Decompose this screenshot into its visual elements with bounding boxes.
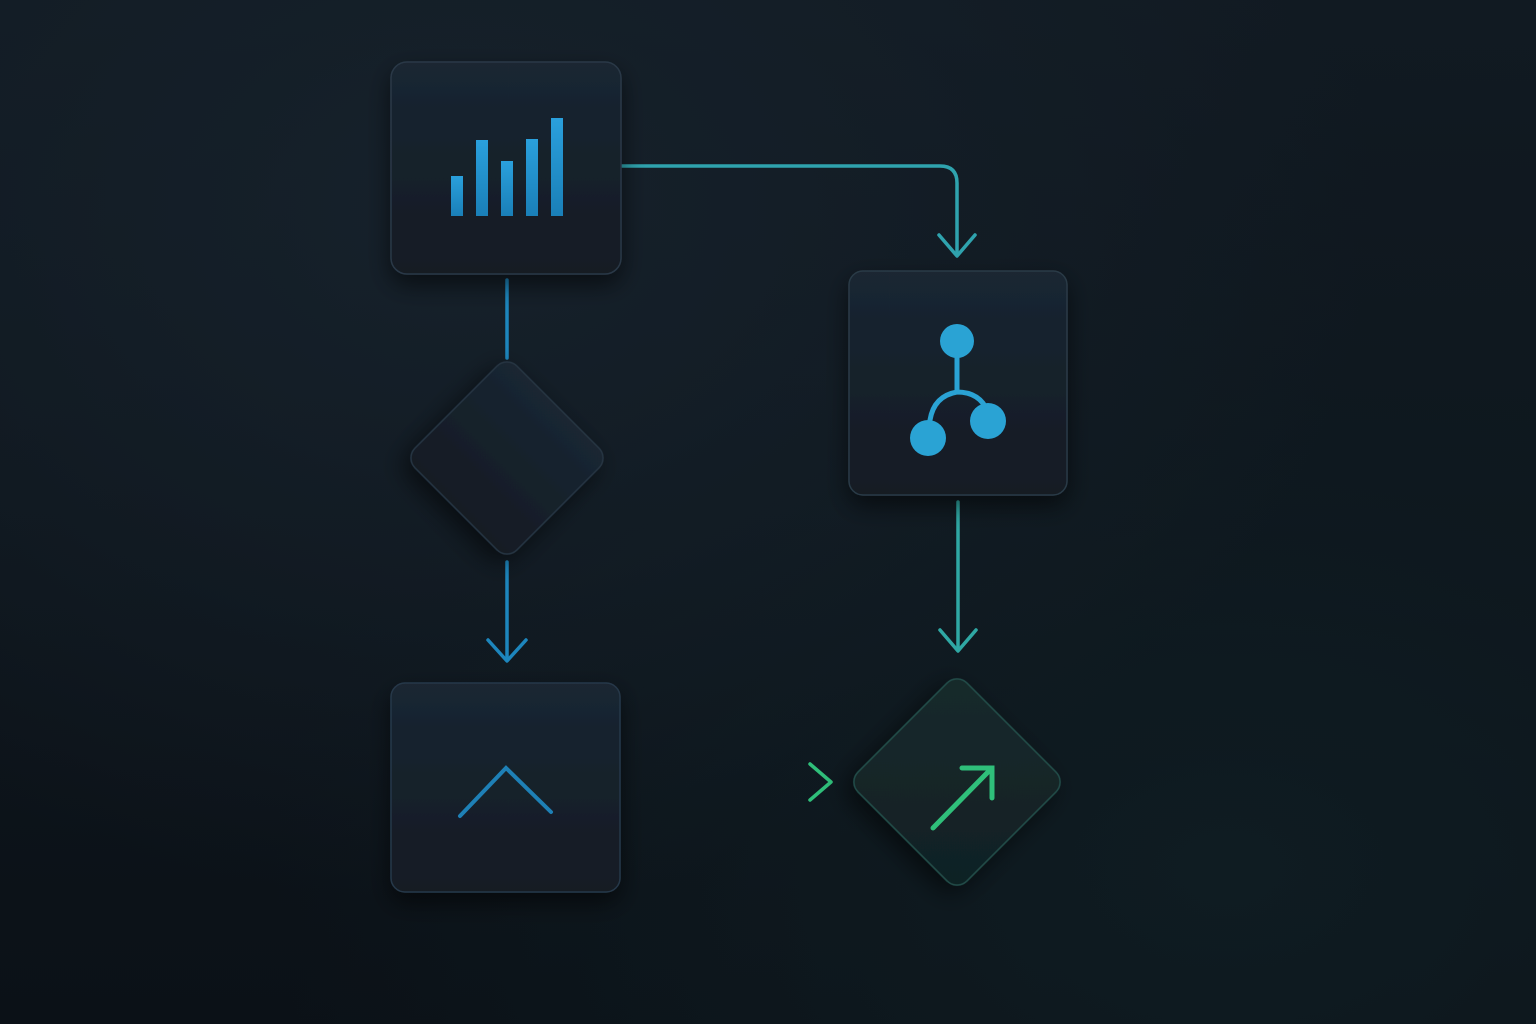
edge-chevron-to-trend	[622, 762, 833, 802]
arrowhead-down	[486, 638, 528, 663]
chevron-up-node[interactable]	[390, 682, 621, 893]
bar-chart-icon	[451, 118, 563, 216]
edge-network-to-trend	[938, 500, 978, 653]
arrow-up-right-icon	[930, 765, 995, 831]
chevron-up-icon	[458, 765, 553, 818]
network-node[interactable]	[848, 270, 1068, 496]
arrowhead-down	[938, 628, 978, 653]
arrowhead-down	[937, 233, 977, 258]
decision-node[interactable]	[405, 356, 609, 560]
trend-node[interactable]	[848, 673, 1066, 891]
arrowhead-right	[808, 762, 833, 802]
network-branch-icon	[910, 324, 1006, 456]
edge-chart-to-network	[620, 164, 977, 258]
bar-chart-node[interactable]	[390, 61, 622, 275]
edge-decision-to-chevron	[486, 560, 528, 663]
